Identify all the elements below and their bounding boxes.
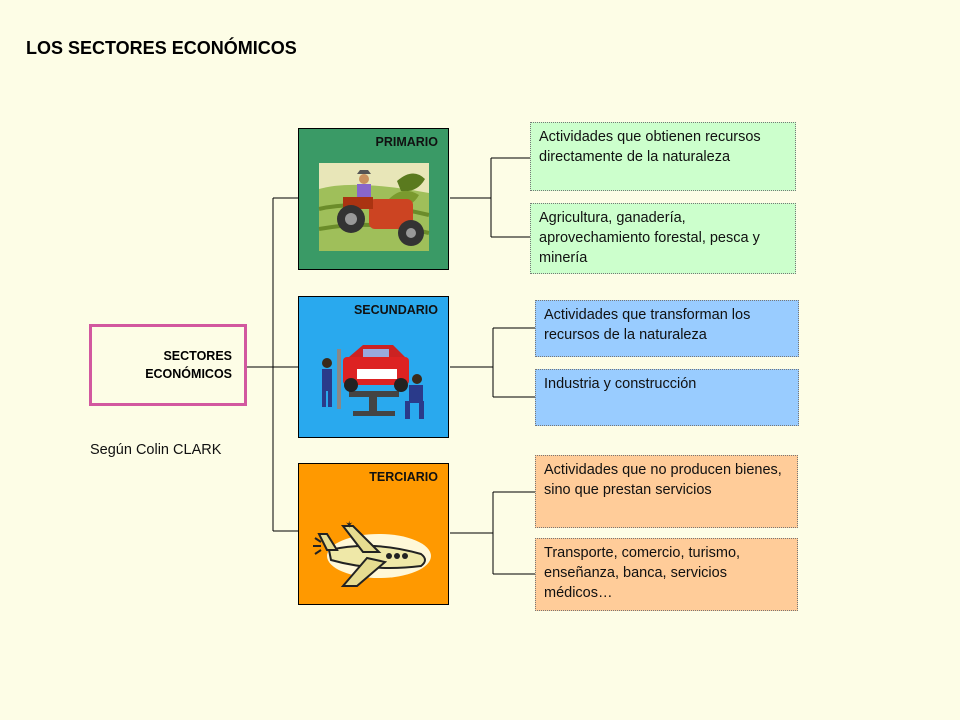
sector-label: TERCIARIO: [369, 470, 438, 484]
sector-terciario: TERCIARIO ✶: [298, 463, 449, 605]
tractor-farmer-icon: [318, 163, 430, 251]
car-mechanics-icon: [322, 345, 424, 419]
sector-primario: PRIMARIO: [298, 128, 449, 270]
desc-terciario-examples: Transporte, comercio, turismo, enseñanza…: [535, 538, 798, 611]
desc-terciario-definition: Actividades que no producen bienes, sino…: [535, 455, 798, 528]
root-label: SECTORES ECONÓMICOS: [145, 349, 232, 381]
page-title: LOS SECTORES ECONÓMICOS: [26, 38, 297, 58]
source-attribution: Según Colin CLARK: [90, 442, 222, 458]
desc-secundario-examples: Industria y construcción: [535, 369, 799, 426]
svg-text:✶: ✶: [345, 520, 353, 531]
desc-secundario-definition: Actividades que transforman los recursos…: [535, 300, 799, 357]
desc-primario-examples: Agricultura, ganadería, aprovechamiento …: [530, 203, 796, 274]
sector-label: SECUNDARIO: [353, 303, 438, 317]
airplane-icon: ✶: [313, 520, 431, 587]
sector-label: PRIMARIO: [375, 135, 439, 149]
root-node-sectores: SECTORES ECONÓMICOS: [89, 324, 247, 406]
sector-secundario: SECUNDARIO: [298, 296, 449, 438]
desc-primario-definition: Actividades que obtienen recursos direct…: [530, 122, 796, 191]
